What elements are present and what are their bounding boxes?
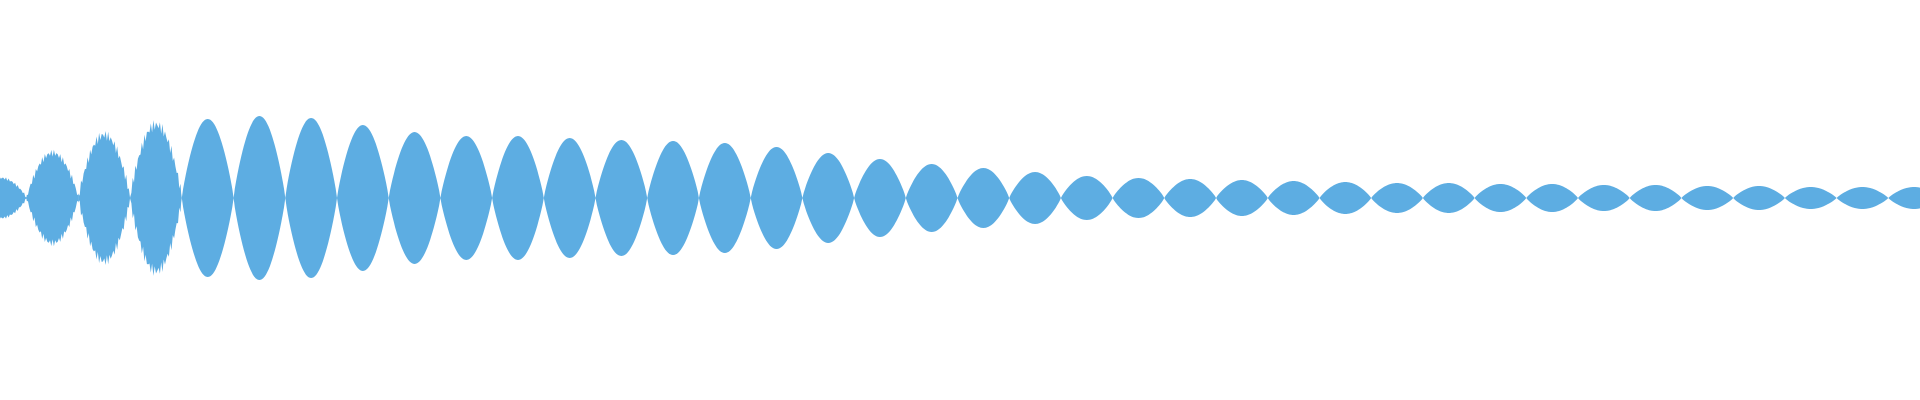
waveform-lobe — [1216, 180, 1268, 216]
waveform-lobe — [388, 132, 441, 264]
waveform-lobe — [1629, 185, 1682, 211]
waveform-lobe — [0, 177, 27, 219]
waveform-lobe — [1112, 178, 1165, 218]
waveform-lobe — [26, 149, 79, 247]
waveform-lobe — [1836, 187, 1889, 209]
waveform-lobe — [1681, 186, 1734, 210]
waveform-lobe — [543, 138, 596, 258]
waveform-lobe — [181, 119, 234, 277]
waveform-lobe — [905, 164, 958, 232]
waveform-lobe — [1422, 183, 1475, 213]
waveform-lobe — [1371, 183, 1423, 213]
waveform-lobe — [78, 131, 131, 265]
waveform-lobe — [492, 136, 544, 260]
waveform-lobe — [1164, 179, 1217, 217]
waveform-lobe — [802, 153, 855, 243]
waveform-lobe — [130, 120, 182, 276]
waveform-lobe — [854, 159, 906, 237]
waveform-lobe — [1009, 172, 1061, 224]
waveform-lobe — [1784, 187, 1837, 209]
waveform-lobe — [1733, 186, 1785, 210]
waveform-lobe — [233, 116, 286, 280]
waveform-lobe — [1474, 184, 1527, 212]
waveform-lobe — [1267, 181, 1320, 215]
waveform-lobe — [1526, 184, 1578, 212]
waveform-lobe — [647, 141, 699, 255]
waveform-lobe — [1578, 185, 1630, 211]
waveform-lobe — [440, 136, 493, 260]
waveform-lobe — [698, 143, 751, 253]
waveform-lobe — [595, 140, 648, 256]
waveform-lobe — [957, 168, 1010, 228]
waveform-lobe — [1060, 176, 1113, 220]
waveform-lobe — [337, 125, 389, 271]
waveform-lobe — [285, 118, 337, 278]
waveform-lobe — [1888, 187, 1920, 209]
waveform-lobe — [750, 147, 803, 249]
waveform-lobe — [1319, 182, 1372, 214]
